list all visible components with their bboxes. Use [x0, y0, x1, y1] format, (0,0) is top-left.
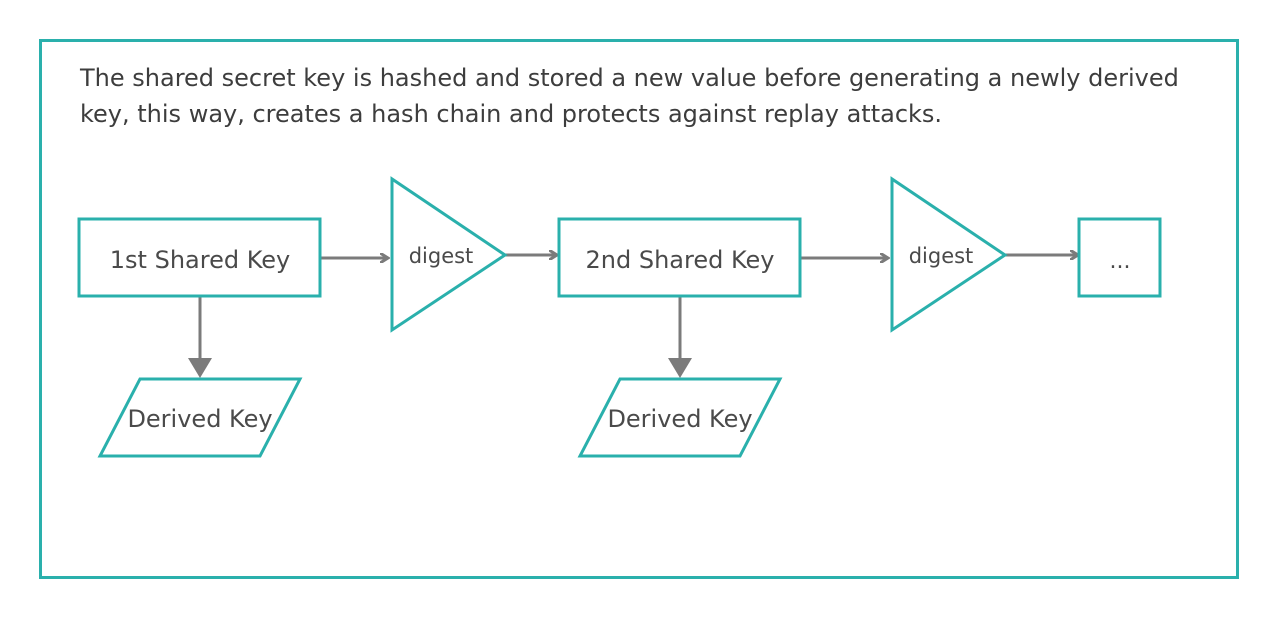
- node-derived2: Derived Key: [577, 377, 783, 458]
- node-continuation-label: ...: [1110, 249, 1131, 274]
- node-digest2-shape: [890, 176, 1008, 333]
- node-continuation: ...: [1077, 217, 1162, 298]
- diagram-frame: [39, 39, 1239, 579]
- node-derived2-shape: [577, 377, 783, 458]
- node-derived1-shape: [97, 377, 303, 458]
- node-key2-box: [557, 217, 802, 298]
- node-derived2-label: Derived Key: [607, 405, 752, 433]
- node-digest2: digest: [890, 176, 1008, 333]
- node-key1-label: 1st Shared Key: [110, 246, 290, 274]
- node-key1: 1st Shared Key: [77, 217, 322, 298]
- node-key2: 2nd Shared Key: [557, 217, 802, 298]
- diagram-caption: The shared secret key is hashed and stor…: [80, 64, 1179, 128]
- node-digest1: digest: [390, 176, 508, 333]
- node-key2-label: 2nd Shared Key: [586, 246, 775, 274]
- arrowhead-derived2: [668, 358, 692, 378]
- connectors: [188, 255, 1077, 378]
- node-key1-box: [77, 217, 322, 298]
- node-continuation-box: [1077, 217, 1162, 298]
- node-derived1-label: Derived Key: [127, 405, 272, 433]
- node-digest1-label: digest: [409, 244, 474, 268]
- node-digest1-shape: [390, 176, 508, 333]
- arrowhead-derived1: [188, 358, 212, 378]
- node-derived1: Derived Key: [97, 377, 303, 458]
- node-digest2-label: digest: [909, 244, 974, 268]
